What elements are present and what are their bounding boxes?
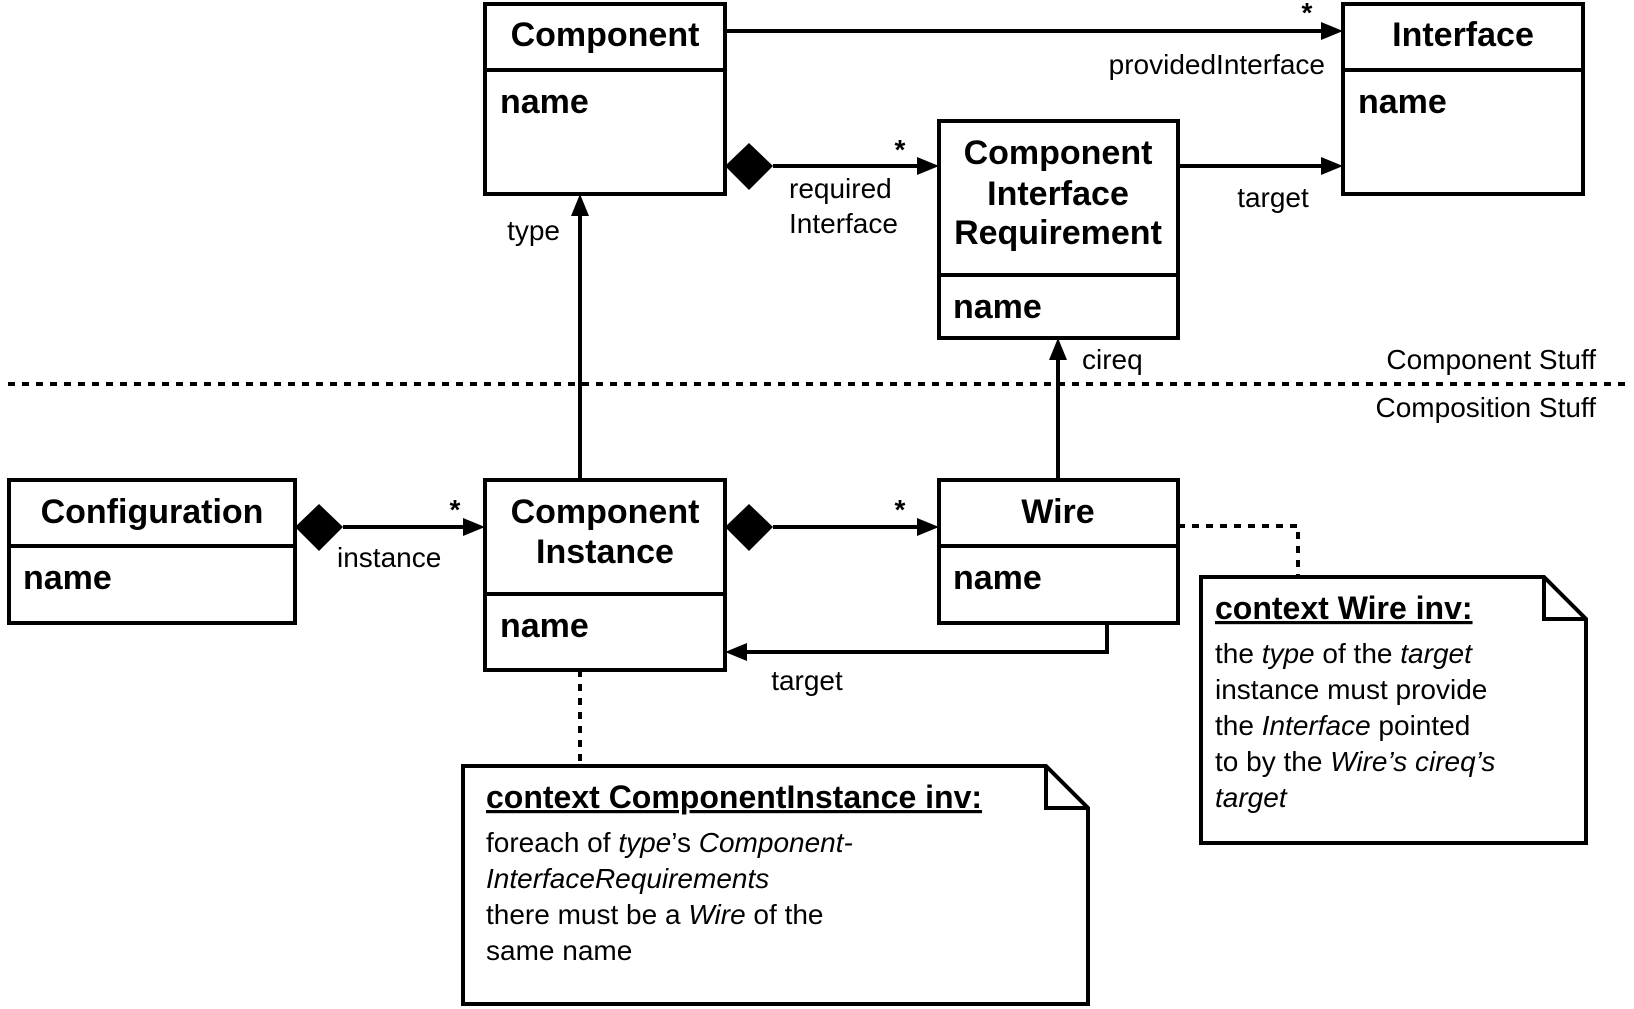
class-interface-title: Interface: [1392, 16, 1534, 54]
class-interface-attr: name: [1358, 83, 1447, 121]
class-cir-title-line-3: Requirement: [954, 214, 1162, 252]
note-wire-heading: context Wire inv:: [1215, 590, 1473, 626]
class-wire-attr: name: [953, 559, 1042, 597]
class-component-instance[interactable]: Component Instance name: [483, 478, 727, 672]
association-wire-target[interactable]: target: [725, 623, 1109, 696]
association-required-interface[interactable]: * required Interface: [725, 134, 939, 239]
class-configuration-attr: name: [23, 559, 112, 597]
class-component[interactable]: Component name: [483, 2, 727, 196]
association-cir-target[interactable]: target: [1178, 157, 1343, 213]
note-line: same name: [486, 935, 632, 966]
arrowhead-icon: [1049, 338, 1067, 360]
note-line: foreach of type’s Component-: [486, 827, 853, 858]
arrowhead-icon: [917, 157, 939, 175]
composition-diamond-icon: [725, 504, 773, 551]
class-configuration[interactable]: Configuration name: [7, 478, 297, 625]
note-line: to by the Wire’s cireq’s: [1215, 746, 1495, 777]
note-shape: [461, 764, 1090, 1006]
instance-multiplicity: *: [450, 494, 461, 525]
association-cireq[interactable]: cireq: [1049, 338, 1143, 480]
class-wire[interactable]: Wire name: [937, 478, 1180, 625]
note-line: instance must provide: [1215, 674, 1487, 705]
association-provided-interface[interactable]: * providedInterface: [725, 0, 1343, 80]
separator-upper-label: Component Stuff: [1386, 344, 1596, 375]
package-separator: Component Stuff Composition Stuff: [8, 344, 1626, 423]
note-instance-heading: context ComponentInstance inv:: [486, 779, 982, 815]
composition-diamond-icon: [725, 143, 773, 190]
class-interface[interactable]: Interface name: [1341, 2, 1585, 196]
note-line: the Interface pointed: [1215, 710, 1470, 741]
class-component-instance-attr: name: [500, 607, 589, 645]
arrowhead-icon: [917, 518, 939, 536]
arrowhead-icon: [571, 194, 589, 216]
association-instance[interactable]: * instance: [295, 494, 485, 573]
provided-interface-multiplicity: *: [1302, 0, 1313, 28]
arrowhead-icon: [1321, 157, 1343, 175]
class-component-instance-title-line-1: Component: [511, 493, 700, 531]
note-wire-body: the type of the target instance must prov…: [1215, 638, 1495, 813]
arrowhead-icon: [463, 518, 485, 536]
note-line: there must be a Wire of the: [486, 899, 824, 930]
required-interface-multiplicity: *: [895, 134, 906, 165]
wire-target-label: target: [771, 665, 843, 696]
cir-target-label: target: [1237, 182, 1309, 213]
type-label: type: [507, 215, 560, 246]
note-line: target: [1215, 782, 1288, 813]
class-configuration-title: Configuration: [41, 493, 264, 531]
instance-label: instance: [337, 542, 441, 573]
separator-lower-label: Composition Stuff: [1376, 392, 1597, 423]
class-component-interface-requirement[interactable]: Component Interface Requirement name: [937, 119, 1180, 340]
note-line: InterfaceRequirements: [486, 863, 769, 894]
association-type[interactable]: type: [507, 194, 589, 480]
class-component-title: Component: [511, 16, 700, 54]
provided-interface-label: providedInterface: [1109, 49, 1325, 80]
note-line: the type of the target: [1215, 638, 1473, 669]
composition-diamond-icon: [295, 504, 343, 551]
class-component-attr: name: [500, 83, 589, 121]
note-wire-invariant[interactable]: context Wire inv: the type of the target…: [1178, 524, 1588, 845]
cireq-label: cireq: [1082, 344, 1143, 375]
arrowhead-icon: [725, 643, 747, 661]
class-wire-title: Wire: [1021, 493, 1094, 531]
note-component-instance-invariant[interactable]: context ComponentInstance inv: foreach o…: [461, 670, 1090, 1006]
note-shape: [1199, 575, 1588, 845]
note-instance-body: foreach of type’s Component- InterfaceReq…: [486, 827, 853, 966]
association-wires[interactable]: *: [725, 494, 939, 551]
arrowhead-icon: [1321, 22, 1343, 40]
required-interface-label-line-2: Interface: [789, 208, 898, 239]
class-cir-attr: name: [953, 288, 1042, 326]
class-component-instance-title-line-2: Instance: [536, 533, 674, 571]
wires-multiplicity: *: [895, 494, 906, 525]
class-cir-title-line-1: Component: [964, 134, 1153, 172]
required-interface-label-line-1: required: [789, 173, 892, 204]
class-cir-title-line-2: Interface: [987, 175, 1129, 213]
